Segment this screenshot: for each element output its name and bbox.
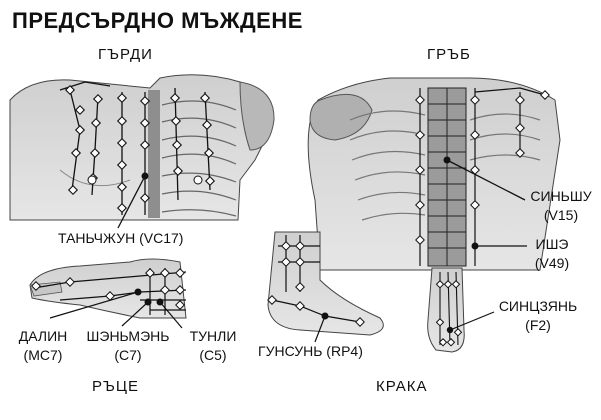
point-label-mc7-name: ДАЛИН [18, 328, 68, 344]
point-label-c7-name: ШЭНЬМЭНЬ [86, 328, 170, 344]
point-label-v15-code: (V15) [543, 207, 579, 223]
section-label-chest: ГЪРДИ [98, 46, 153, 63]
point-label-v49-name: ИШЭ [535, 236, 569, 252]
section-label-back: ГРЪБ [427, 46, 471, 63]
section-label-legs: КРАКА [376, 378, 428, 395]
foot-top-figure [427, 267, 495, 353]
point-label-f2-name: СИНЦЗЯНЬ [498, 298, 578, 314]
point-label-c7-code: (C7) [114, 347, 142, 363]
arm-figure [29, 258, 187, 329]
page-title: ПРЕДСЪРДНО МЪЖДЕНЕ [12, 8, 303, 33]
point-label-c5-code: (C5) [199, 347, 227, 363]
point-label-v49-code: (V49) [534, 255, 570, 271]
point-label-mc7-code: (MC7) [23, 347, 63, 363]
back-figure [307, 77, 561, 271]
point-label-f2-code: (F2) [525, 317, 551, 333]
section-label-arms: РЪЦЕ [92, 378, 139, 395]
point-label-rp4: ГУНСУНЬ (RP4) [258, 343, 363, 359]
chest-figure [9, 74, 275, 229]
point-label-vc17: ТАНЬЧЖУН (VC17) [58, 230, 184, 246]
point-label-v15-name: СИНЬШУ [530, 188, 592, 204]
foot-figure [267, 231, 384, 343]
point-label-c5-name: ТУНЛИ [189, 328, 237, 344]
